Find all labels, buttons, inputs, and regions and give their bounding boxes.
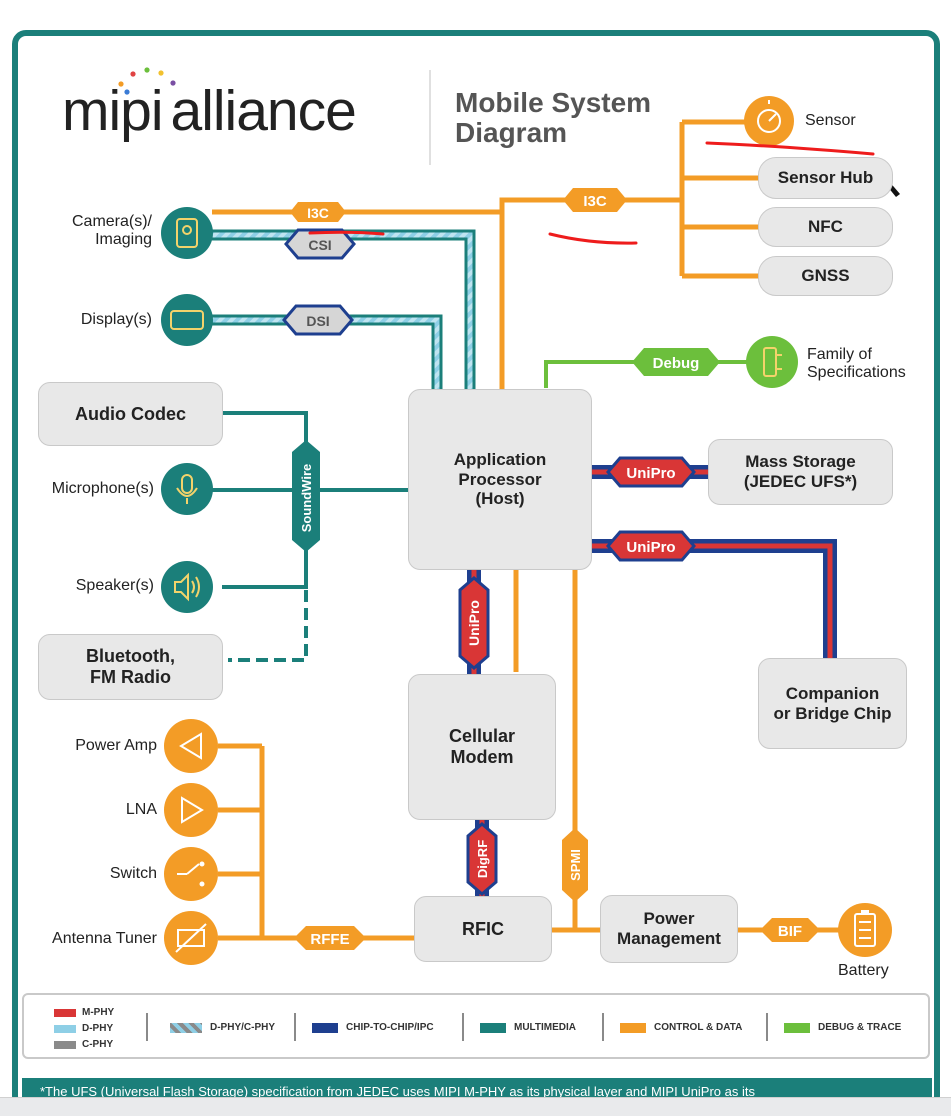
legend-label-multimedia: MULTIMEDIA (514, 1022, 577, 1033)
switch-icon (164, 847, 218, 901)
svg-text:I3C: I3C (307, 205, 329, 221)
legend-separator (294, 1013, 296, 1041)
svg-text:Debug: Debug (653, 355, 700, 372)
sensor-hub-box: Sensor Hub (758, 157, 893, 199)
display-icon (161, 294, 213, 346)
legend-swatch-mphy (54, 1009, 76, 1017)
gnss-box: GNSS (758, 256, 893, 296)
tag-bif: BIF (760, 918, 820, 942)
family-label: Family of Specifications (807, 346, 906, 381)
logo-text-mipi: mipi (62, 79, 164, 143)
viewer-bottom-bar (0, 1097, 951, 1116)
tag-unipro-storage: UniPro (606, 456, 696, 488)
svg-text:UniPro: UniPro (466, 600, 482, 646)
sensor-icon (744, 96, 794, 146)
svg-text:DSI: DSI (306, 313, 329, 329)
cellular-modem-box: Cellular Modem (408, 674, 556, 820)
svg-text:BIF: BIF (778, 923, 802, 940)
legend-label-dphy: D-PHY (82, 1023, 114, 1034)
battery-icon (838, 903, 892, 957)
logo-text-alliance: alliance (170, 79, 357, 143)
legend-swatch-dphy-cphy (170, 1023, 202, 1033)
legend-label-mphy: M-PHY (82, 1007, 115, 1018)
legend-label-chip-to-chip: CHIP-TO-CHIP/IPC (346, 1022, 434, 1033)
svg-text:UniPro: UniPro (626, 465, 675, 482)
switch-label: Switch (109, 865, 157, 882)
svg-text:SPMI: SPMI (568, 849, 583, 881)
power-management-box: Power Management (600, 895, 738, 963)
legend-swatch-control-data (620, 1023, 646, 1033)
audio-codec-box: Audio Codec (38, 382, 223, 446)
tag-debug: Debug (632, 348, 720, 376)
rfic-box: RFIC (414, 896, 552, 962)
tag-soundwire: SoundWire (292, 440, 320, 552)
tag-i3c-sensors: I3C (563, 188, 627, 212)
tag-dsi: DSI (282, 304, 354, 336)
tag-i3c-camera: I3C (290, 202, 346, 222)
tag-csi: CSI (284, 228, 356, 260)
legend-swatch-dphy (54, 1025, 76, 1033)
application-processor-box: Application Processor (Host) (408, 389, 592, 570)
legend-separator (602, 1013, 604, 1041)
speaker-label: Speaker(s) (75, 577, 154, 594)
nfc-box: NFC (758, 207, 893, 247)
lna-icon (164, 783, 218, 837)
svg-text:SoundWire: SoundWire (299, 464, 314, 533)
tag-rffe: RFFE (294, 926, 366, 950)
camera-label: Camera(s)/ Imaging (71, 213, 152, 248)
legend-separator (766, 1013, 768, 1041)
legend-separator (146, 1013, 148, 1041)
svg-text:CSI: CSI (308, 237, 331, 253)
legend-label-debug-trace: DEBUG & TRACE (818, 1022, 902, 1033)
power-amp-label: Power Amp (75, 737, 157, 754)
title-line-1: Mobile System (455, 87, 652, 118)
logo-dots (118, 67, 176, 95)
legend-swatch-cphy (54, 1041, 76, 1049)
antenna-tuner-label: Antenna Tuner (52, 930, 157, 947)
camera-icon (161, 207, 213, 259)
svg-text:DigRF: DigRF (475, 840, 490, 878)
power-amp-icon (164, 719, 218, 773)
legend-swatch-chip-to-chip (312, 1023, 338, 1033)
tag-digrf: DigRF (466, 822, 498, 896)
debug-connector-icon (746, 336, 798, 388)
display-label: Display(s) (80, 311, 152, 328)
companion-chip-box: Companion or Bridge Chip (758, 658, 907, 749)
speaker-icon (161, 561, 213, 613)
legend: M-PHY D-PHY C-PHY D-PHY/C-PHY CHIP-TO-CH… (22, 993, 930, 1059)
svg-text:I3C: I3C (583, 193, 607, 210)
microphone-icon (161, 463, 213, 515)
lna-label: LNA (125, 801, 157, 818)
legend-swatch-multimedia (480, 1023, 506, 1033)
diagram-title: Mobile System Diagram (455, 88, 651, 148)
control-data-lines (212, 119, 840, 941)
title-line-2: Diagram (455, 117, 568, 148)
legend-label-control-data: CONTROL & DATA (654, 1022, 743, 1033)
microphone-label: Microphone(s) (51, 480, 154, 497)
battery-label: Battery (838, 962, 889, 979)
legend-label-cphy: C-PHY (82, 1039, 114, 1050)
antenna-tuner-icon (164, 911, 218, 965)
legend-swatch-debug-trace (784, 1023, 810, 1033)
bluetooth-box: Bluetooth, FM Radio (38, 634, 223, 700)
legend-separator (462, 1013, 464, 1041)
svg-text:RFFE: RFFE (310, 931, 349, 948)
mass-storage-box: Mass Storage (JEDEC UFS*) (708, 439, 893, 505)
svg-text:UniPro: UniPro (626, 539, 675, 556)
sensor-label: Sensor (805, 112, 856, 129)
tag-unipro-companion: UniPro (606, 530, 696, 562)
legend-label-dphy-cphy: D-PHY/C-PHY (210, 1022, 276, 1033)
tag-spmi: SPMI (562, 828, 588, 902)
tag-unipro-modem: UniPro (458, 576, 490, 670)
